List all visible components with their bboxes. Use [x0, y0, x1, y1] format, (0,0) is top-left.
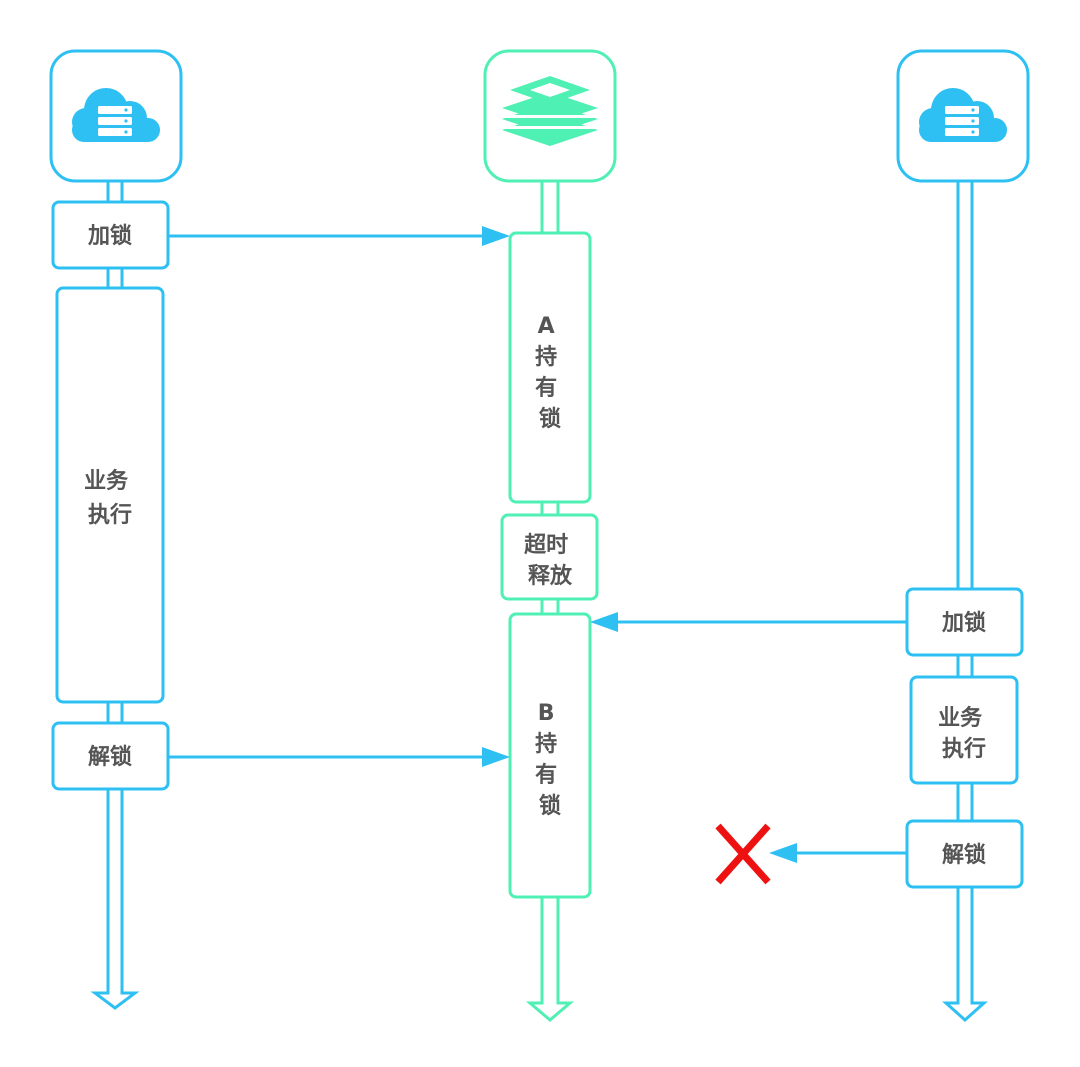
redis-timeout-label: 超时 释放	[524, 533, 576, 589]
redis-a-holds-box	[508, 231, 592, 504]
redis-b-holds-label: B 持 有 锁	[535, 701, 565, 819]
b-lock-label: 加锁	[941, 610, 986, 636]
lifeline-client-a	[90, 180, 140, 1010]
lifeline-client-b	[942, 180, 988, 1023]
b-unlock-label: 解锁	[942, 842, 986, 868]
client-b-activations	[905, 587, 1024, 889]
b-unlock-arrow	[769, 843, 907, 863]
redis-timeout-box	[500, 513, 599, 601]
redis-a-holds-label: A 持 有 锁	[535, 314, 565, 432]
a-lock-arrow	[168, 226, 510, 246]
a-business-box	[55, 286, 165, 704]
b-business-label: 业务 执行	[938, 706, 990, 762]
a-lock-label: 加锁	[87, 223, 132, 249]
cloud-server-icon	[49, 49, 183, 183]
a-unlock-label: 解锁	[88, 744, 132, 770]
a-business-label: 业务 执行	[84, 469, 136, 528]
redis-stack-icon	[483, 49, 617, 183]
redis-b-holds-box	[508, 612, 592, 899]
cloud-server-icon	[896, 49, 1030, 183]
b-lock-arrow	[590, 612, 907, 632]
failed-unlock-cross	[715, 823, 771, 885]
client-a-activations	[51, 200, 170, 791]
redis-activations	[500, 231, 599, 899]
a-unlock-arrow	[168, 747, 510, 767]
b-business-box	[909, 675, 1019, 785]
lifeline-redis	[525, 180, 575, 1022]
